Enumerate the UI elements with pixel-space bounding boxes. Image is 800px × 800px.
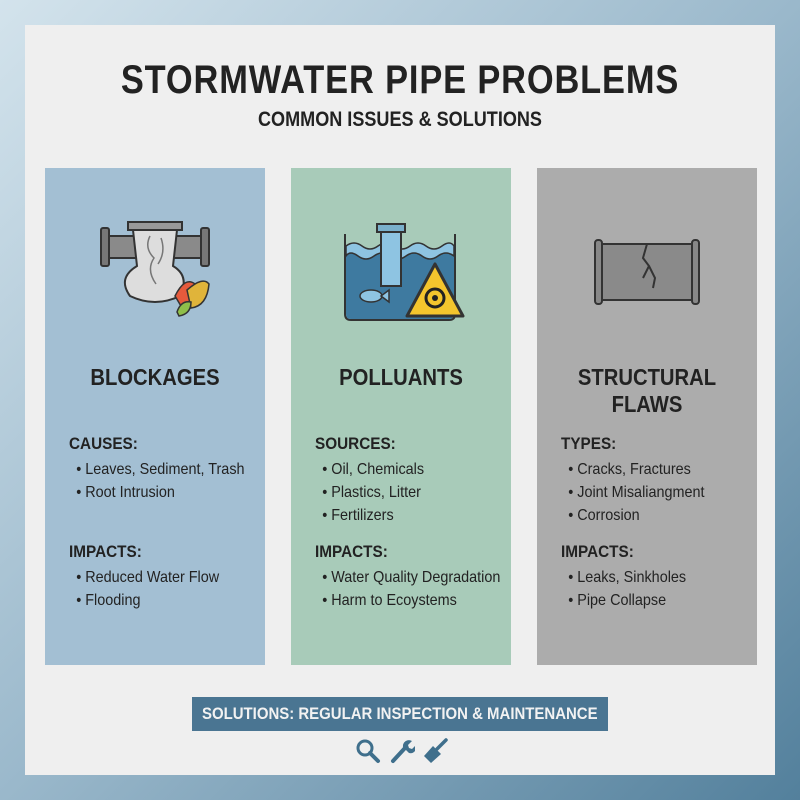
list-item: Plastics, Litter [315,481,513,504]
column-heading: STRUCTURAL FLAWS [577,364,717,417]
causes-section: CAUSES: Leaves, Sediment, TrashRoot Intr… [69,434,267,504]
list-item: Joint Misaliangment [561,481,759,504]
impacts-section: IMPACTS: Leaks, SinkholesPipe Collapse [561,542,759,612]
column-heading: BLOCKAGES [90,364,220,390]
list-item: Root Intrusion [69,481,267,504]
list-item: Reduced Water Flow [69,566,267,589]
sources-section: SOURCES: Oil, ChemicalsPlastics, LitterF… [315,434,513,527]
cracked-pipe-icon [594,239,700,305]
magnifier-icon [356,739,380,763]
brush-icon [424,738,448,763]
polluted-water-biohazard-icon [344,223,465,321]
solutions-label: SOLUTIONS: REGULAR INSPECTION & MAINTENA… [202,704,598,723]
list-item: Corrosion [561,504,759,527]
types-section: TYPES: Cracks, FracturesJoint Misaliangm… [561,434,759,527]
impacts-section: IMPACTS: Reduced Water FlowFlooding [69,542,267,612]
list-item: Fertilizers [315,504,513,527]
solution-icons [355,738,449,764]
clogged-pipe-icon [100,221,210,317]
section-label: IMPACTS: [315,542,388,561]
list-item: Leaks, Sinkholes [561,566,759,589]
list-item: Cracks, Fractures [561,458,759,481]
section-label: CAUSES: [69,434,138,453]
wrench-icon [391,740,415,763]
column-polluants: POLLUANTS SOURCES: Oil, ChemicalsPlastic… [291,168,511,665]
section-label: TYPES: [561,434,617,453]
section-label: SOURCES: [315,434,396,453]
list-item: Flooding [69,589,267,612]
list-item: Pipe Collapse [561,589,759,612]
page-subtitle: COMMON ISSUES & SOLUTIONS [258,108,542,131]
solutions-banner: SOLUTIONS: REGULAR INSPECTION & MAINTENA… [192,697,608,731]
column-blockages: BLOCKAGES CAUSES: Leaves, Sediment, Tras… [45,168,265,665]
column-structural-flaws: STRUCTURAL FLAWS TYPES: Cracks, Fracture… [537,168,757,665]
list-item: Water Quality Degradation [315,566,513,589]
page-title: STORMWATER PIPE PROBLEMS [120,58,680,102]
impacts-section: IMPACTS: Water Quality DegradationHarm t… [315,542,513,612]
list-item: Leaves, Sediment, Trash [69,458,267,481]
list-item: Oil, Chemicals [315,458,513,481]
section-label: IMPACTS: [561,542,634,561]
list-item: Harm to Ecoystems [315,589,513,612]
section-label: IMPACTS: [69,542,142,561]
column-heading: POLLUANTS [339,364,463,390]
